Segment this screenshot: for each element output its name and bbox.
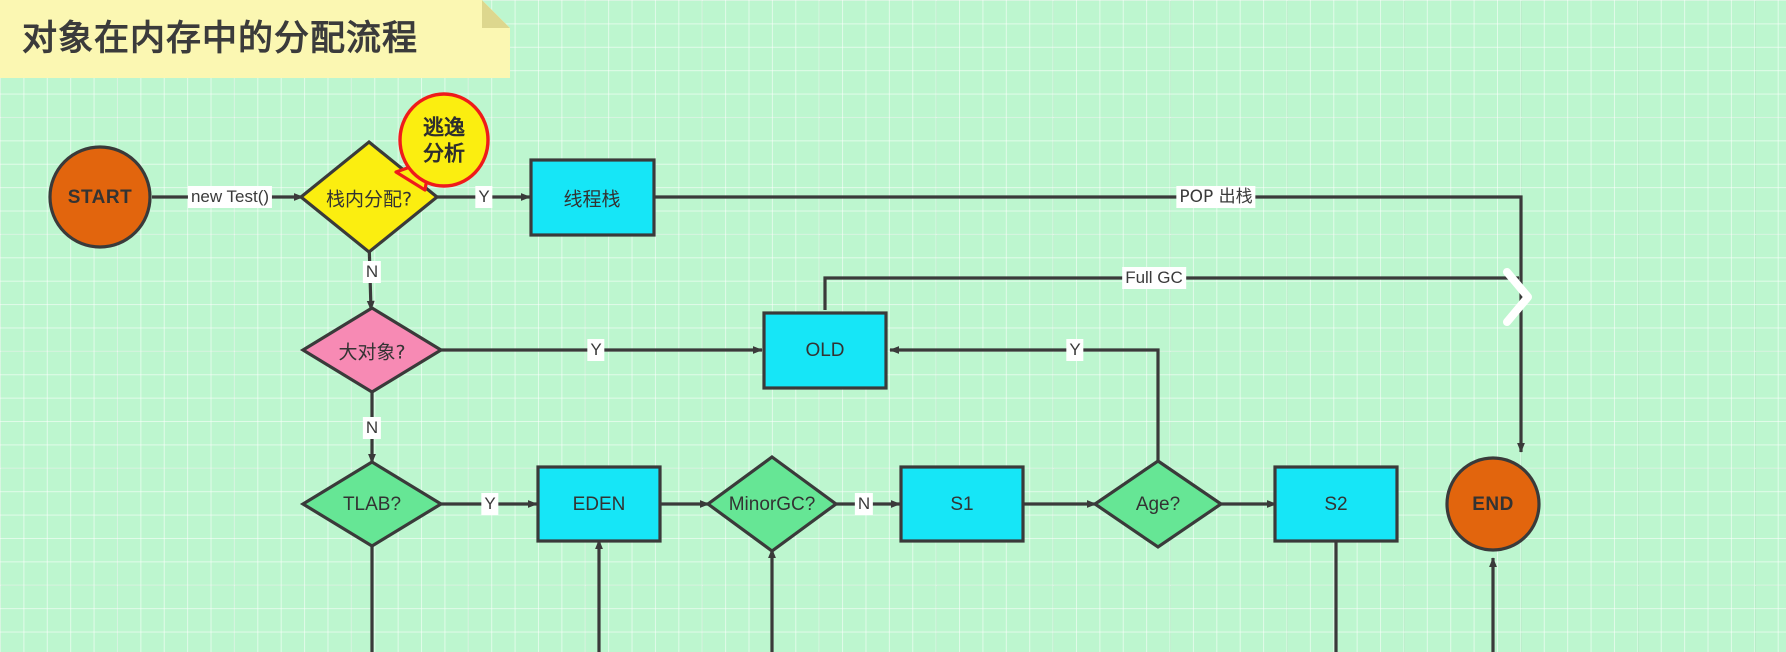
edge-label-stack-no: N [362, 261, 382, 283]
node-start[interactable] [48, 145, 152, 249]
edge-label-big-yes: Y [587, 339, 605, 361]
edge-label-new-test: new Test() [187, 186, 273, 208]
page-title: 对象在内存中的分配流程 [22, 19, 419, 59]
node-old[interactable] [762, 311, 888, 390]
title-banner: 对象在内存中的分配流程 [0, 0, 510, 78]
edge-label-minor-no: N [854, 493, 874, 515]
edge-label-full-gc: Full GC [1122, 267, 1186, 289]
edge-thread-stack-pop-to-end [655, 195, 1525, 453]
callout-label-line1: 逃逸 [423, 115, 465, 140]
edge-label-age-yes: Y [1066, 339, 1084, 361]
node-age[interactable] [1092, 459, 1224, 549]
node-thread-stack[interactable] [529, 158, 656, 237]
edge-old-full-gc [823, 274, 1520, 310]
node-tlab[interactable] [299, 460, 445, 548]
edge-label-tlab-yes: Y [481, 493, 499, 515]
edge-age-to-old [889, 346, 1160, 462]
node-s1[interactable] [899, 465, 1025, 543]
node-big-object[interactable] [299, 306, 445, 394]
node-end[interactable] [1445, 456, 1541, 552]
node-s2[interactable] [1273, 465, 1399, 543]
edge-label-stack-yes: Y [475, 186, 493, 208]
node-minor-gc[interactable] [705, 455, 839, 553]
callout-label-line2: 分析 [423, 141, 465, 166]
callout-escape-analysis[interactable] [398, 92, 490, 188]
edge-label-big-no: N [362, 417, 382, 439]
edge-label-pop-stack: POP 出栈 [1176, 186, 1256, 208]
node-eden[interactable] [536, 465, 662, 543]
